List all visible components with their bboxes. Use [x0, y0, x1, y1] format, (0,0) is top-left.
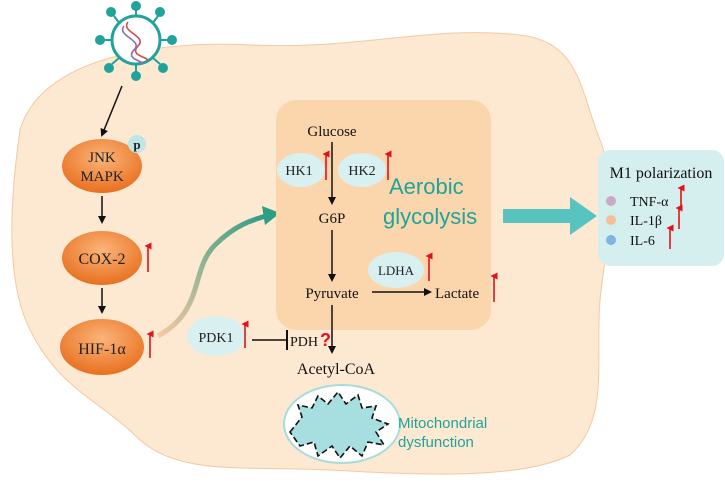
lactate-label: Lactate	[435, 286, 479, 302]
glucose-label: Glucose	[307, 124, 356, 140]
tnf-label: TNF-α	[630, 195, 669, 210]
cox2-node	[62, 231, 142, 285]
il6-dot	[606, 235, 616, 245]
jnk-label: JNK	[88, 150, 116, 166]
phospho-badge	[128, 135, 146, 153]
aerobic-glycolysis-line2: glycolysis	[383, 204, 477, 229]
cox2-label: COX-2	[78, 251, 125, 268]
arrow-hif-to-glycolysis-head	[262, 206, 280, 225]
hk2-enzyme	[338, 153, 386, 187]
tnf-dot	[606, 196, 616, 206]
pdk1-enzyme	[187, 316, 245, 356]
g6p-label: G6P	[319, 211, 346, 227]
pdh-question-mark: ?	[320, 330, 331, 350]
phospho-label: p	[133, 137, 140, 152]
hif1a-label: HIF-1α	[78, 341, 126, 358]
glycolysis-box	[276, 100, 491, 330]
hk1-enzyme	[277, 153, 325, 187]
m1-polarization-box	[598, 150, 724, 266]
il6-label: IL-6	[630, 234, 655, 249]
mito-label-line1: Mitochondrial	[398, 415, 487, 432]
hif1a-node	[60, 319, 144, 375]
il1b-label: IL-1β	[630, 214, 662, 229]
mapk-label: MAPK	[80, 169, 124, 185]
mito-label-line2: dysfunction	[398, 434, 474, 451]
ldha-enzyme	[368, 252, 424, 288]
jnk-mapk-node	[62, 139, 142, 193]
m1-title: M1 polarization	[610, 165, 713, 182]
arrow-glycolysis-to-m1	[503, 197, 597, 235]
il1b-dot	[606, 215, 616, 225]
arrow-hif-to-glycolysis	[156, 213, 267, 339]
virus-icon	[95, 1, 177, 81]
ldha-label: LDHA	[378, 263, 415, 278]
arrow-virus-to-jnk	[100, 85, 123, 137]
aerobic-glycolysis-line1: Aerobic	[389, 174, 464, 199]
pdh-label: PDH	[290, 335, 318, 350]
pyruvate-label: Pyruvate	[305, 286, 359, 302]
hk2-label: HK2	[348, 164, 375, 179]
hk1-label: HK1	[285, 164, 312, 179]
acetylcoa-label: Acetyl-CoA	[297, 361, 376, 378]
pdk1-label: PDK1	[198, 331, 233, 346]
mitochondrion-inner	[288, 390, 390, 460]
